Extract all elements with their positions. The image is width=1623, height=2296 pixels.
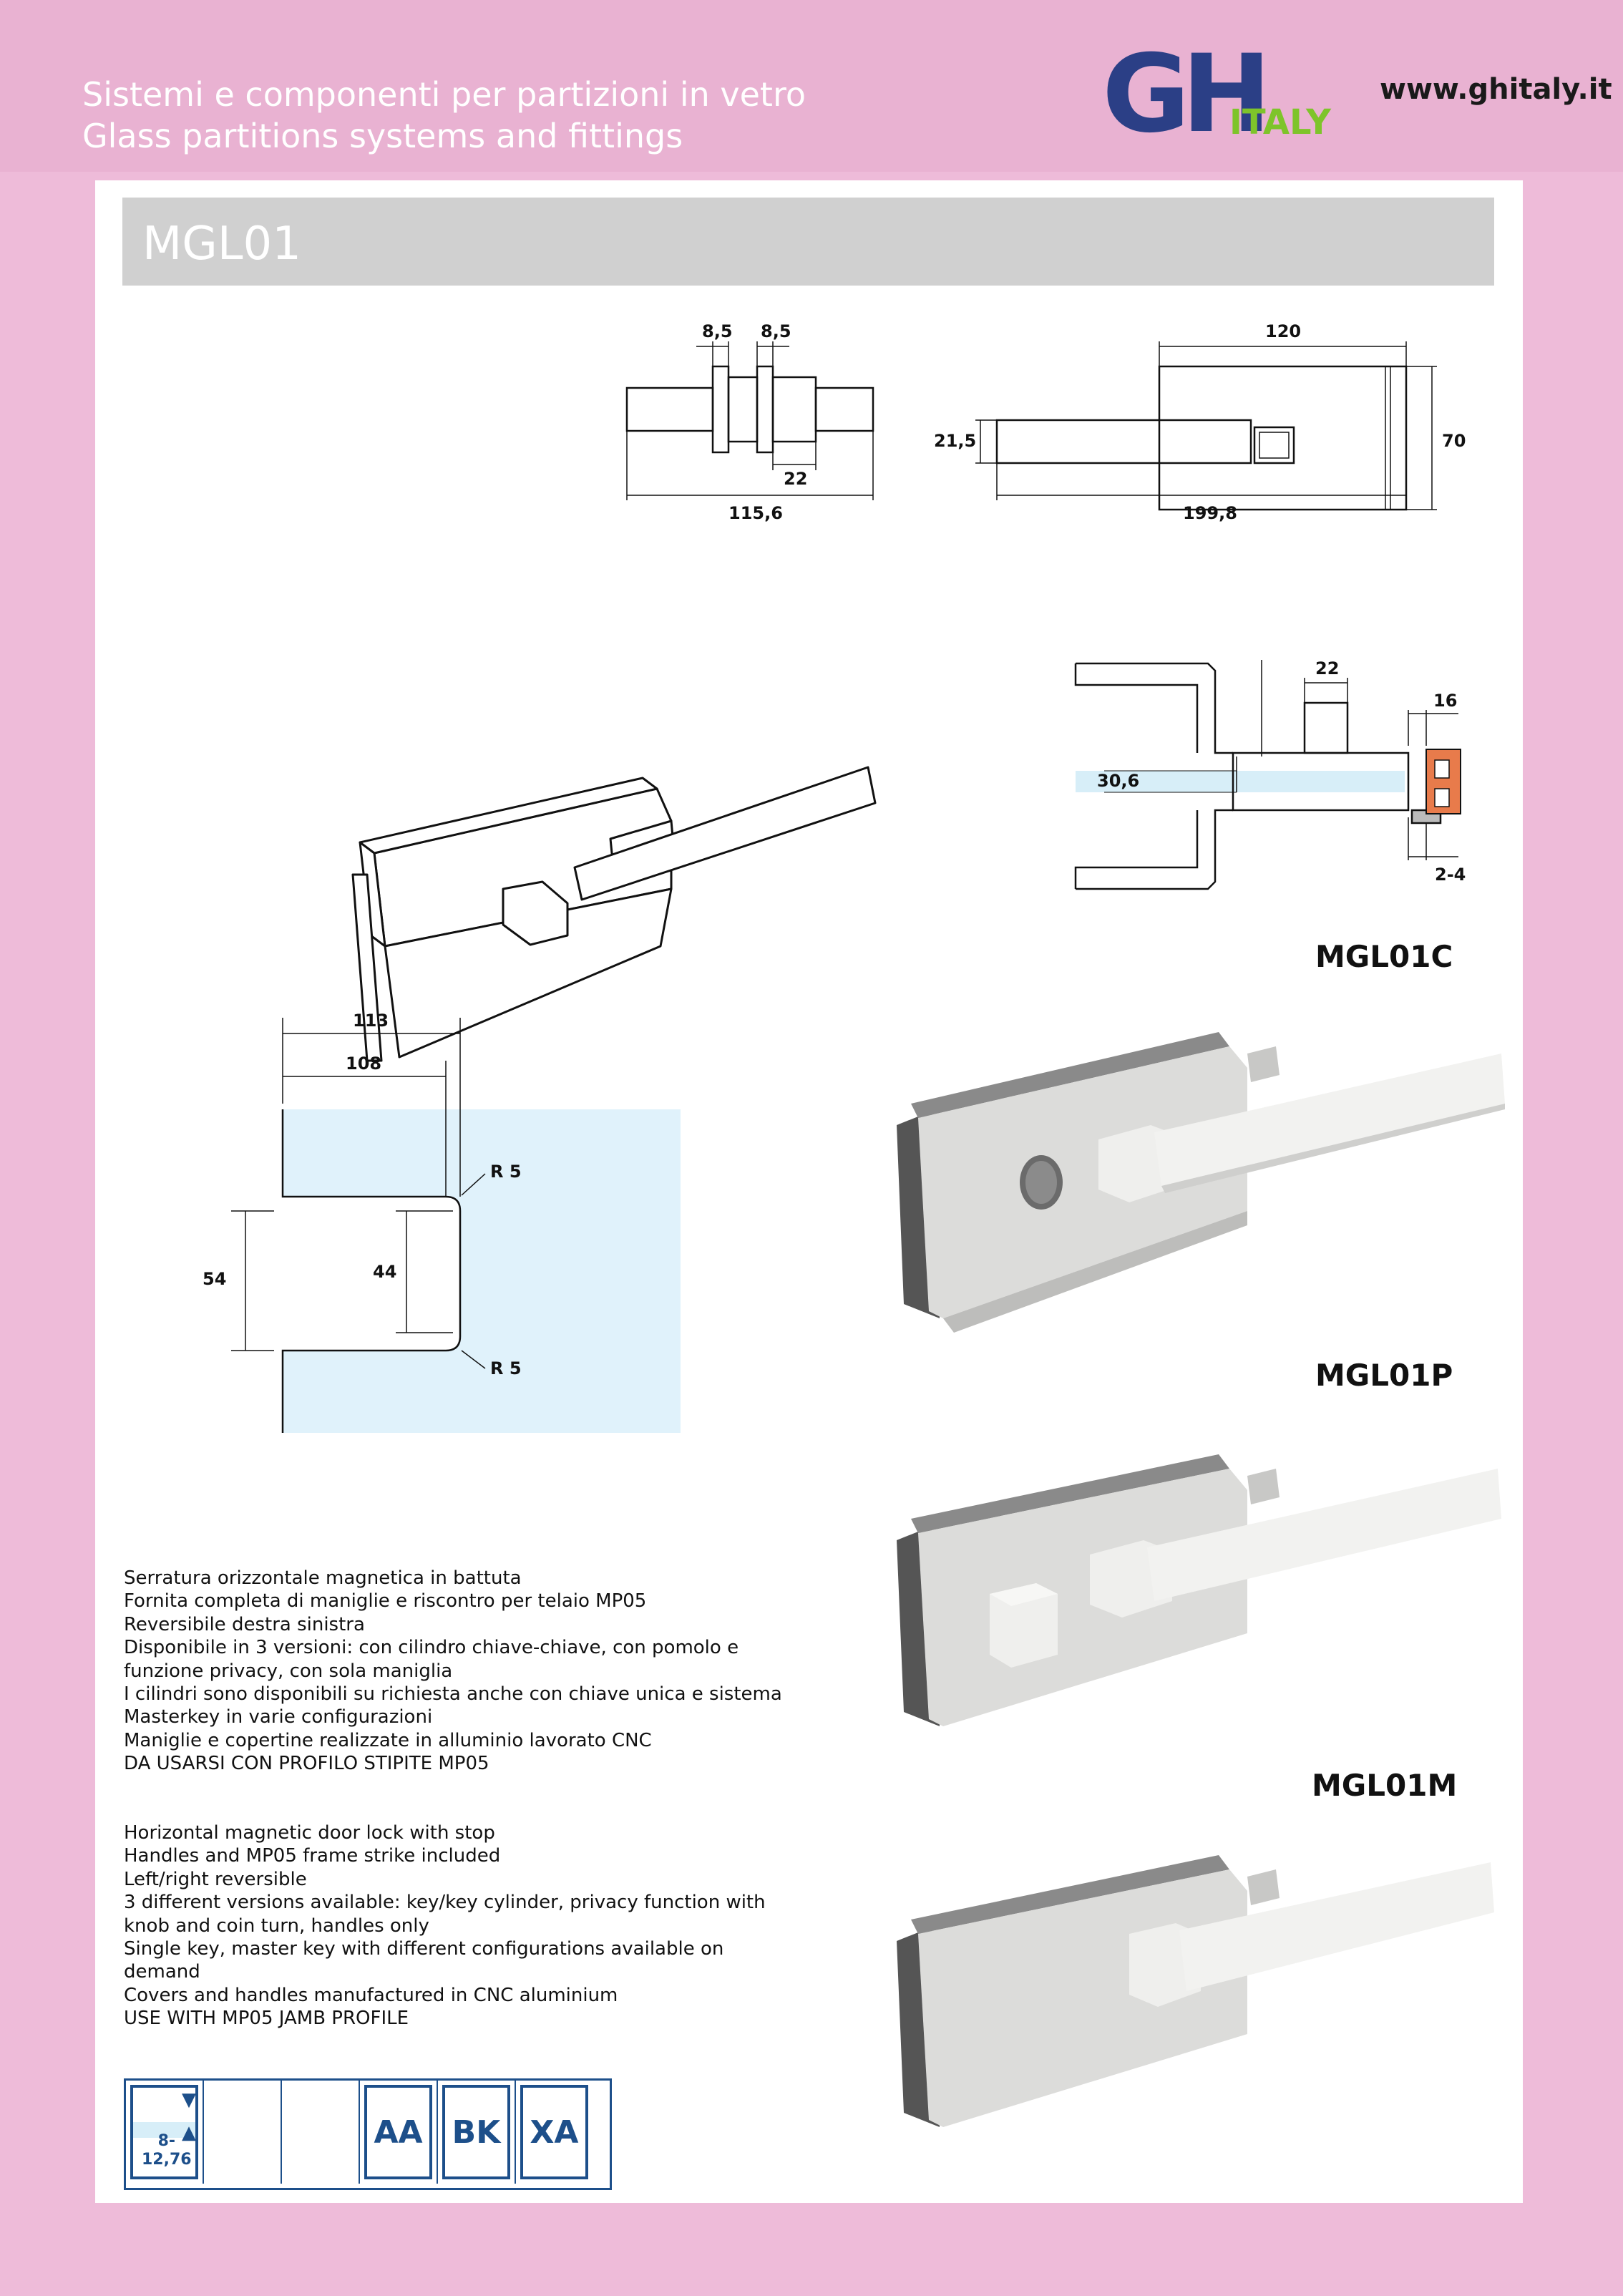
glass-thickness-frame: ▼ ▲ (130, 2085, 198, 2179)
model-label-m: MGL01M (1312, 1768, 1458, 1803)
glass-pane-shape (133, 2122, 195, 2138)
glass-thickness-line2: 12,76 (142, 2151, 192, 2169)
product-render-handles (897, 1855, 1494, 2127)
arrow-down-icon: ▼ (182, 2089, 196, 2111)
desc-it-line: Maniglie e copertine realizzate in allum… (124, 1729, 652, 1751)
dim-radius-bottom: R 5 (490, 1358, 522, 1378)
dim-cutout-outer: 113 (353, 1011, 389, 1031)
empty-badge (204, 2081, 282, 2184)
product-render-knob (897, 1454, 1501, 1726)
dim-cutout-height-outer: 54 (203, 1269, 226, 1289)
top-view-drawing: 120 70 21,5 199,8 (934, 321, 1466, 523)
finish-code: AA (364, 2085, 432, 2179)
desc-en-line: Horizontal magnetic door lock with stop (124, 1822, 495, 1844)
desc-en-line: knob and coin turn, handles only (124, 1915, 429, 1937)
section-view-drawing: 22 16 30,6 2-4 (1074, 658, 1466, 890)
empty-badge (282, 2081, 360, 2184)
desc-it-line: funzione privacy, con sola maniglia (124, 1660, 453, 1682)
glass-thickness-label: 8- 12,76 (142, 2132, 192, 2169)
isometric-line-drawing (351, 766, 877, 1062)
dim-body-height: 70 (1442, 431, 1466, 451)
dim-glass: 30,6 (1097, 771, 1139, 791)
description-english: Horizontal magnetic door lock with stop … (124, 1821, 766, 2030)
desc-en-line: Handles and MP05 frame strike included (124, 1845, 501, 1867)
front-view-drawing: 8,5 8,5 22 115,6 (625, 321, 874, 523)
desc-en-line: Left/right reversible (124, 1868, 307, 1890)
product-render-cylinder (897, 1032, 1505, 1333)
model-label-c: MGL01C (1315, 939, 1453, 974)
desc-it-line: DA USARSI CON PROFILO STIPITE MP05 (124, 1753, 489, 1775)
finish-badge-xa: XA (516, 2081, 593, 2184)
header-band: Sistemi e componenti per partizioni in v… (0, 0, 1623, 172)
dim-left-plate: 8,5 (702, 321, 733, 341)
desc-it-line: Masterkey in varie configurazioni (124, 1706, 433, 1728)
product-sheet: MGL01 8,5 8,5 22 115,6 (95, 180, 1523, 2203)
finish-badge-aa: AA (360, 2081, 438, 2184)
desc-it-line: Serratura orizzontale magnetica in battu… (124, 1567, 522, 1589)
glass-thickness-line1: 8- (157, 2132, 176, 2150)
spec-badges: ▼ ▲ 8- 12,76 AA BK XA (124, 2078, 612, 2190)
logo-gh-text: GH (1102, 39, 1263, 140)
product-code: MGL01 (142, 218, 301, 271)
dim-knob: 22 (1315, 658, 1339, 678)
logo-italy-text: ITALY (1229, 102, 1332, 140)
dim-cutout-inner: 108 (346, 1054, 381, 1074)
finish-badge-bk: BK (438, 2081, 516, 2184)
arrow-up-icon: ▲ (182, 2122, 196, 2144)
gh-italy-logo: GH ITALY (1102, 39, 1332, 140)
desc-en-line: 3 different versions available: key/key … (124, 1892, 766, 1914)
desc-en-line: demand (124, 1961, 200, 1983)
desc-it-line: Disponibile in 3 versioni: con cilindro … (124, 1637, 739, 1659)
dim-depth: 22 (784, 469, 807, 489)
tagline-italian: Sistemi e componenti per partizioni in v… (82, 75, 806, 114)
website-link[interactable]: www.ghitaly.it (1380, 73, 1612, 106)
desc-it-line: I cilindri sono disponibili su richiesta… (124, 1683, 782, 1706)
dim-handle-height: 21,5 (934, 431, 976, 451)
dim-total-width: 115,6 (728, 503, 783, 523)
desc-en-line: USE WITH MP05 JAMB PROFILE (124, 2008, 409, 2030)
dim-right-plate: 8,5 (761, 321, 791, 341)
dim-profile: 16 (1433, 691, 1457, 711)
desc-en-line: Covers and handles manufactured in CNC a… (124, 1984, 618, 2006)
desc-en-line: Single key, master key with different co… (124, 1938, 724, 1960)
dim-gap: 2-4 (1435, 865, 1466, 885)
desc-it-line: Reversibile destra sinistra (124, 1613, 365, 1635)
finish-code: XA (520, 2085, 588, 2179)
cutout-drawing: 113 108 54 44 R 5 R 5 (203, 1011, 681, 1433)
dim-cutout-height-inner: 44 (373, 1262, 396, 1282)
description-italian: Serratura orizzontale magnetica in battu… (124, 1567, 782, 1776)
desc-it-line: Fornita completa di maniglie e riscontro… (124, 1590, 647, 1612)
dim-total-length: 199,8 (1183, 503, 1237, 523)
glass-thickness-badge: ▼ ▲ 8- 12,76 (126, 2081, 204, 2184)
model-label-p: MGL01P (1315, 1358, 1453, 1393)
title-bar: MGL01 (122, 198, 1494, 286)
dim-radius-top: R 5 (490, 1162, 522, 1182)
finish-code: BK (442, 2085, 510, 2179)
tagline-english: Glass partitions systems and fittings (82, 117, 683, 155)
dim-body-width: 120 (1265, 321, 1301, 341)
